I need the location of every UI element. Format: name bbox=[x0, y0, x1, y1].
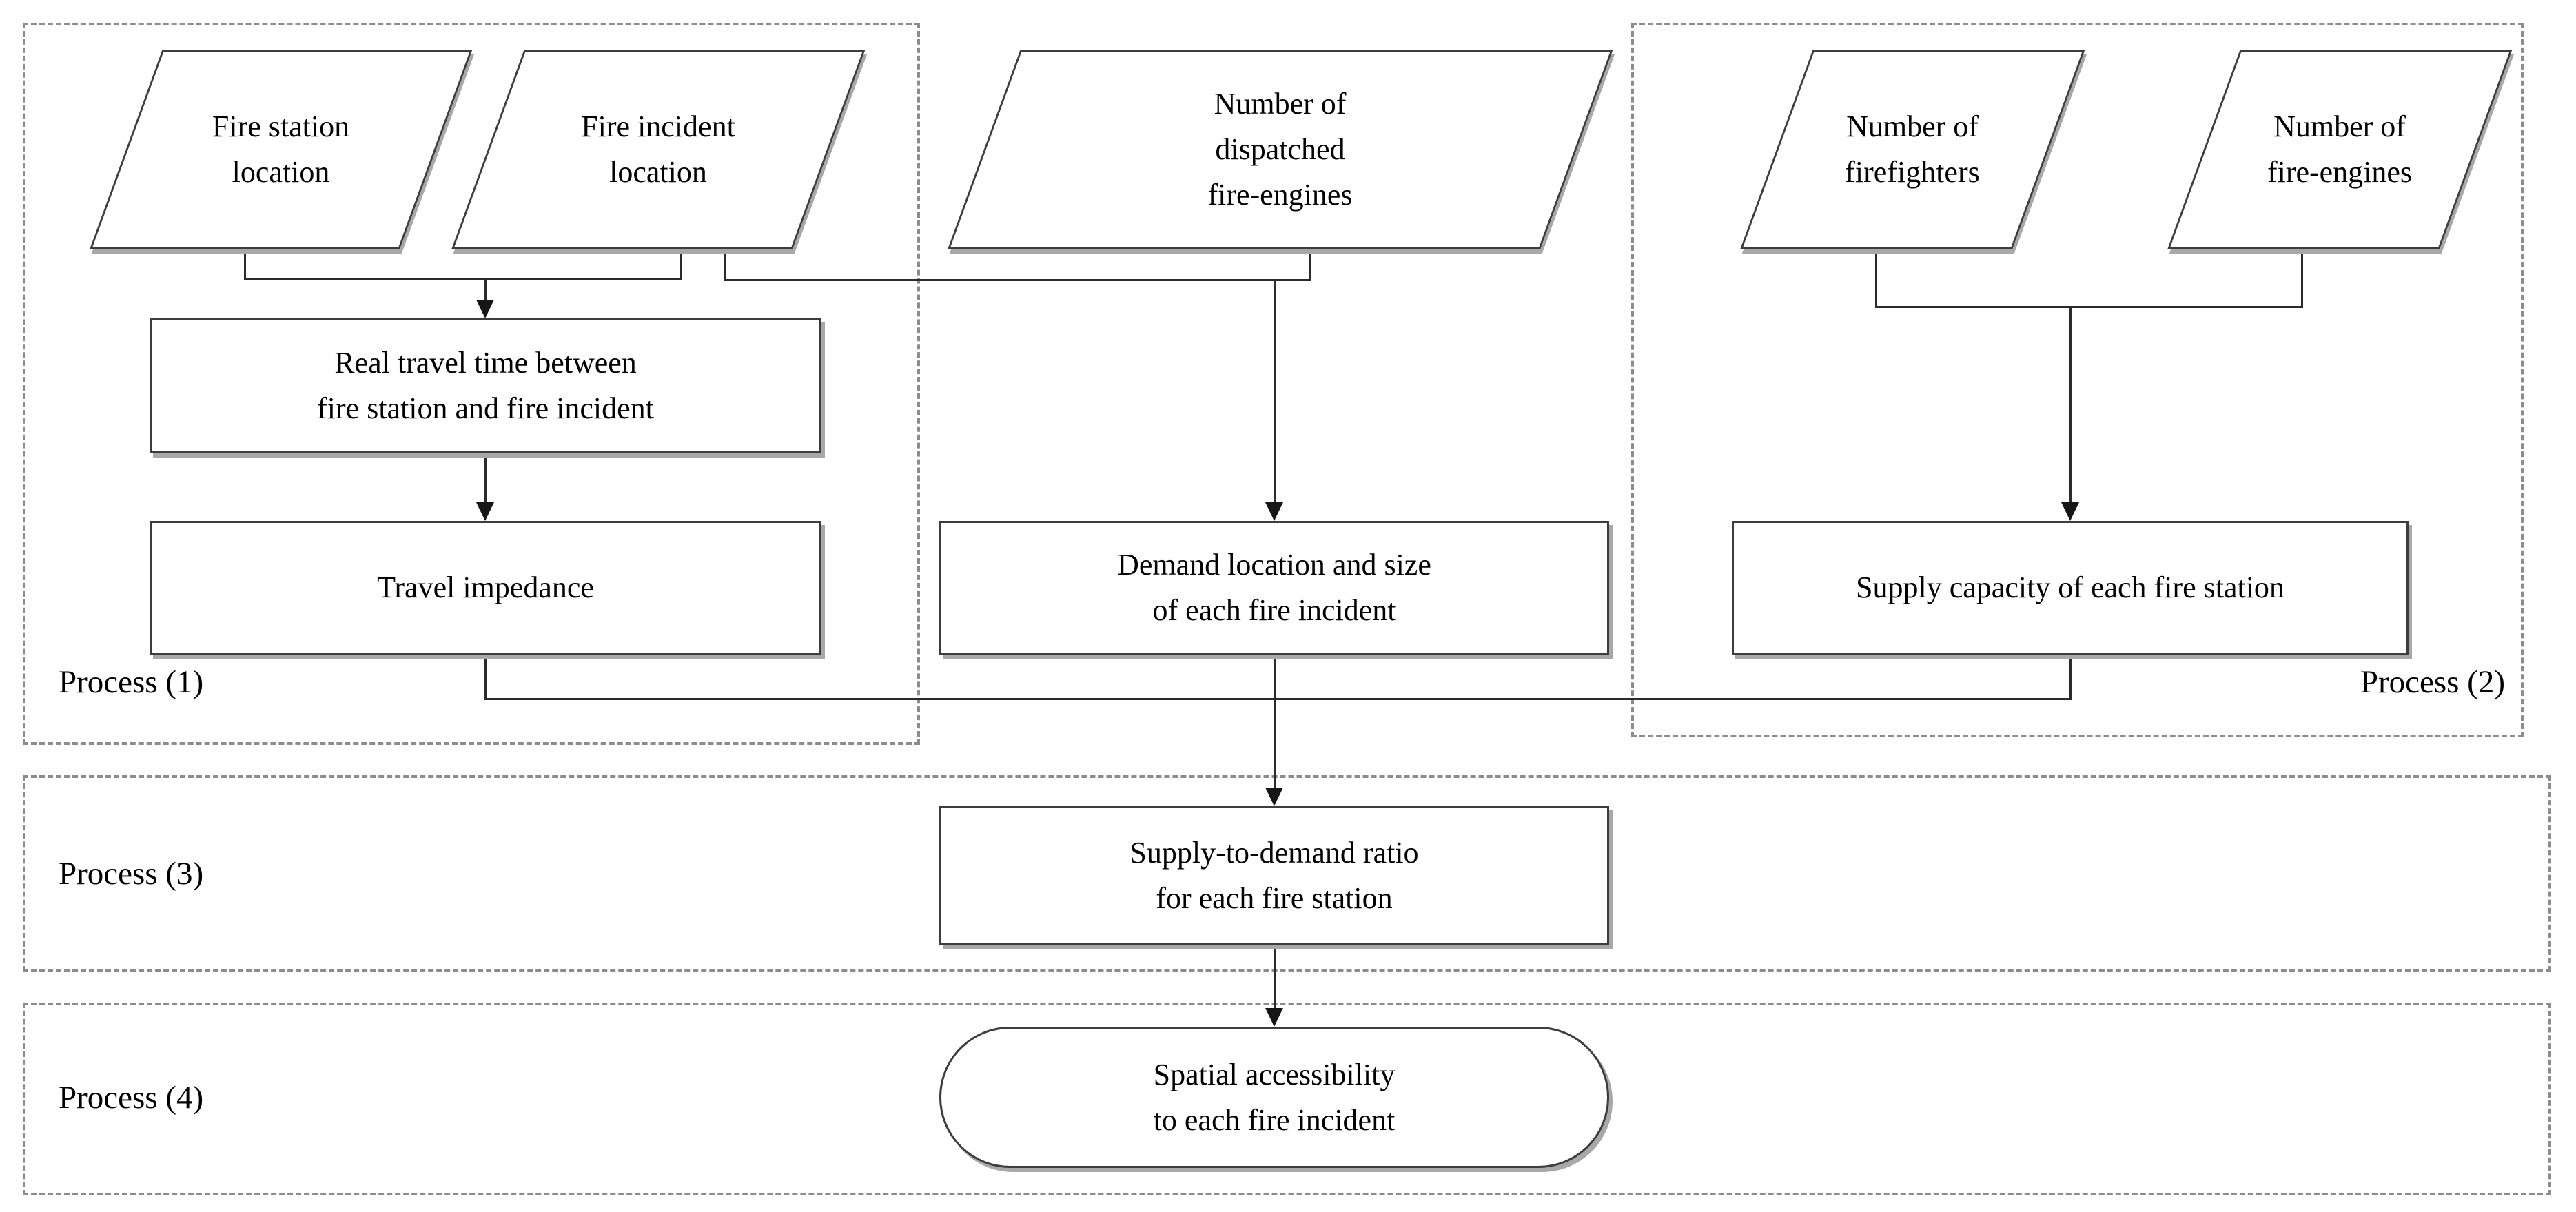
edge-merge-demand bbox=[724, 279, 1311, 281]
fire-station-location-label: Fire station location bbox=[212, 110, 350, 189]
supply-demand-ratio-node: Supply-to-demand ratio for each fire sta… bbox=[939, 806, 1609, 945]
edge-real-to-impedance bbox=[484, 453, 487, 504]
process-2-frame bbox=[1631, 23, 2524, 737]
process-4-label: Process (4) bbox=[59, 1080, 204, 1116]
edge-merge-supply bbox=[1875, 306, 2303, 308]
process-2-label: Process (2) bbox=[2360, 664, 2505, 700]
arrowhead-impedance bbox=[476, 502, 494, 521]
edge-into-demand bbox=[1274, 279, 1276, 504]
edge-merge-travel-time bbox=[244, 278, 682, 280]
demand-location-size-node: Demand location and size of each fire in… bbox=[939, 521, 1609, 655]
process-1-label: Process (1) bbox=[59, 664, 204, 700]
spatial-accessibility-node: Spatial accessibility to each fire incid… bbox=[939, 1027, 1609, 1168]
edge-fire-station-stub bbox=[244, 249, 246, 279]
real-travel-time-node: Real travel time between fire station an… bbox=[150, 318, 821, 453]
travel-impedance-node: Travel impedance bbox=[150, 521, 821, 655]
edge-into-supply-capacity bbox=[2069, 306, 2072, 504]
edge-fire-incident-stub-1 bbox=[680, 249, 682, 279]
supply-capacity-node: Supply capacity of each fire station bbox=[1732, 521, 2409, 655]
number-fire-engines-label: Number of fire-engines bbox=[2267, 110, 2413, 189]
number-firefighters-label: Number of firefighters bbox=[1845, 110, 1980, 189]
edge-supply-capacity-down bbox=[2069, 655, 2072, 700]
arrowhead-supply-capacity bbox=[2061, 502, 2079, 521]
fire-incident-location-label: Fire incident location bbox=[581, 110, 735, 189]
edge-fire-engines-stub bbox=[2301, 249, 2303, 308]
process-4-frame bbox=[23, 1003, 2551, 1195]
edge-impedance-down bbox=[484, 655, 487, 700]
edge-firefighters-stub bbox=[1875, 249, 1877, 308]
dispatched-fire-engines-label: Number of dispatched fire-engines bbox=[1207, 87, 1353, 212]
process-3-label: Process (3) bbox=[59, 856, 204, 892]
process-1-frame bbox=[23, 23, 920, 745]
arrowhead-spatial bbox=[1265, 1008, 1283, 1027]
arrowhead-real-travel-time bbox=[476, 300, 494, 318]
arrowhead-ratio bbox=[1265, 788, 1283, 806]
arrowhead-demand bbox=[1265, 502, 1283, 521]
edge-dispatched-stub bbox=[1309, 249, 1311, 281]
process-3-frame bbox=[23, 775, 2551, 972]
edge-fire-incident-stub-2 bbox=[724, 249, 726, 280]
edge-bus bbox=[484, 698, 2072, 700]
edge-into-real-travel-time bbox=[484, 278, 487, 302]
edge-into-ratio bbox=[1274, 655, 1276, 790]
edge-into-spatial bbox=[1274, 945, 1276, 1010]
